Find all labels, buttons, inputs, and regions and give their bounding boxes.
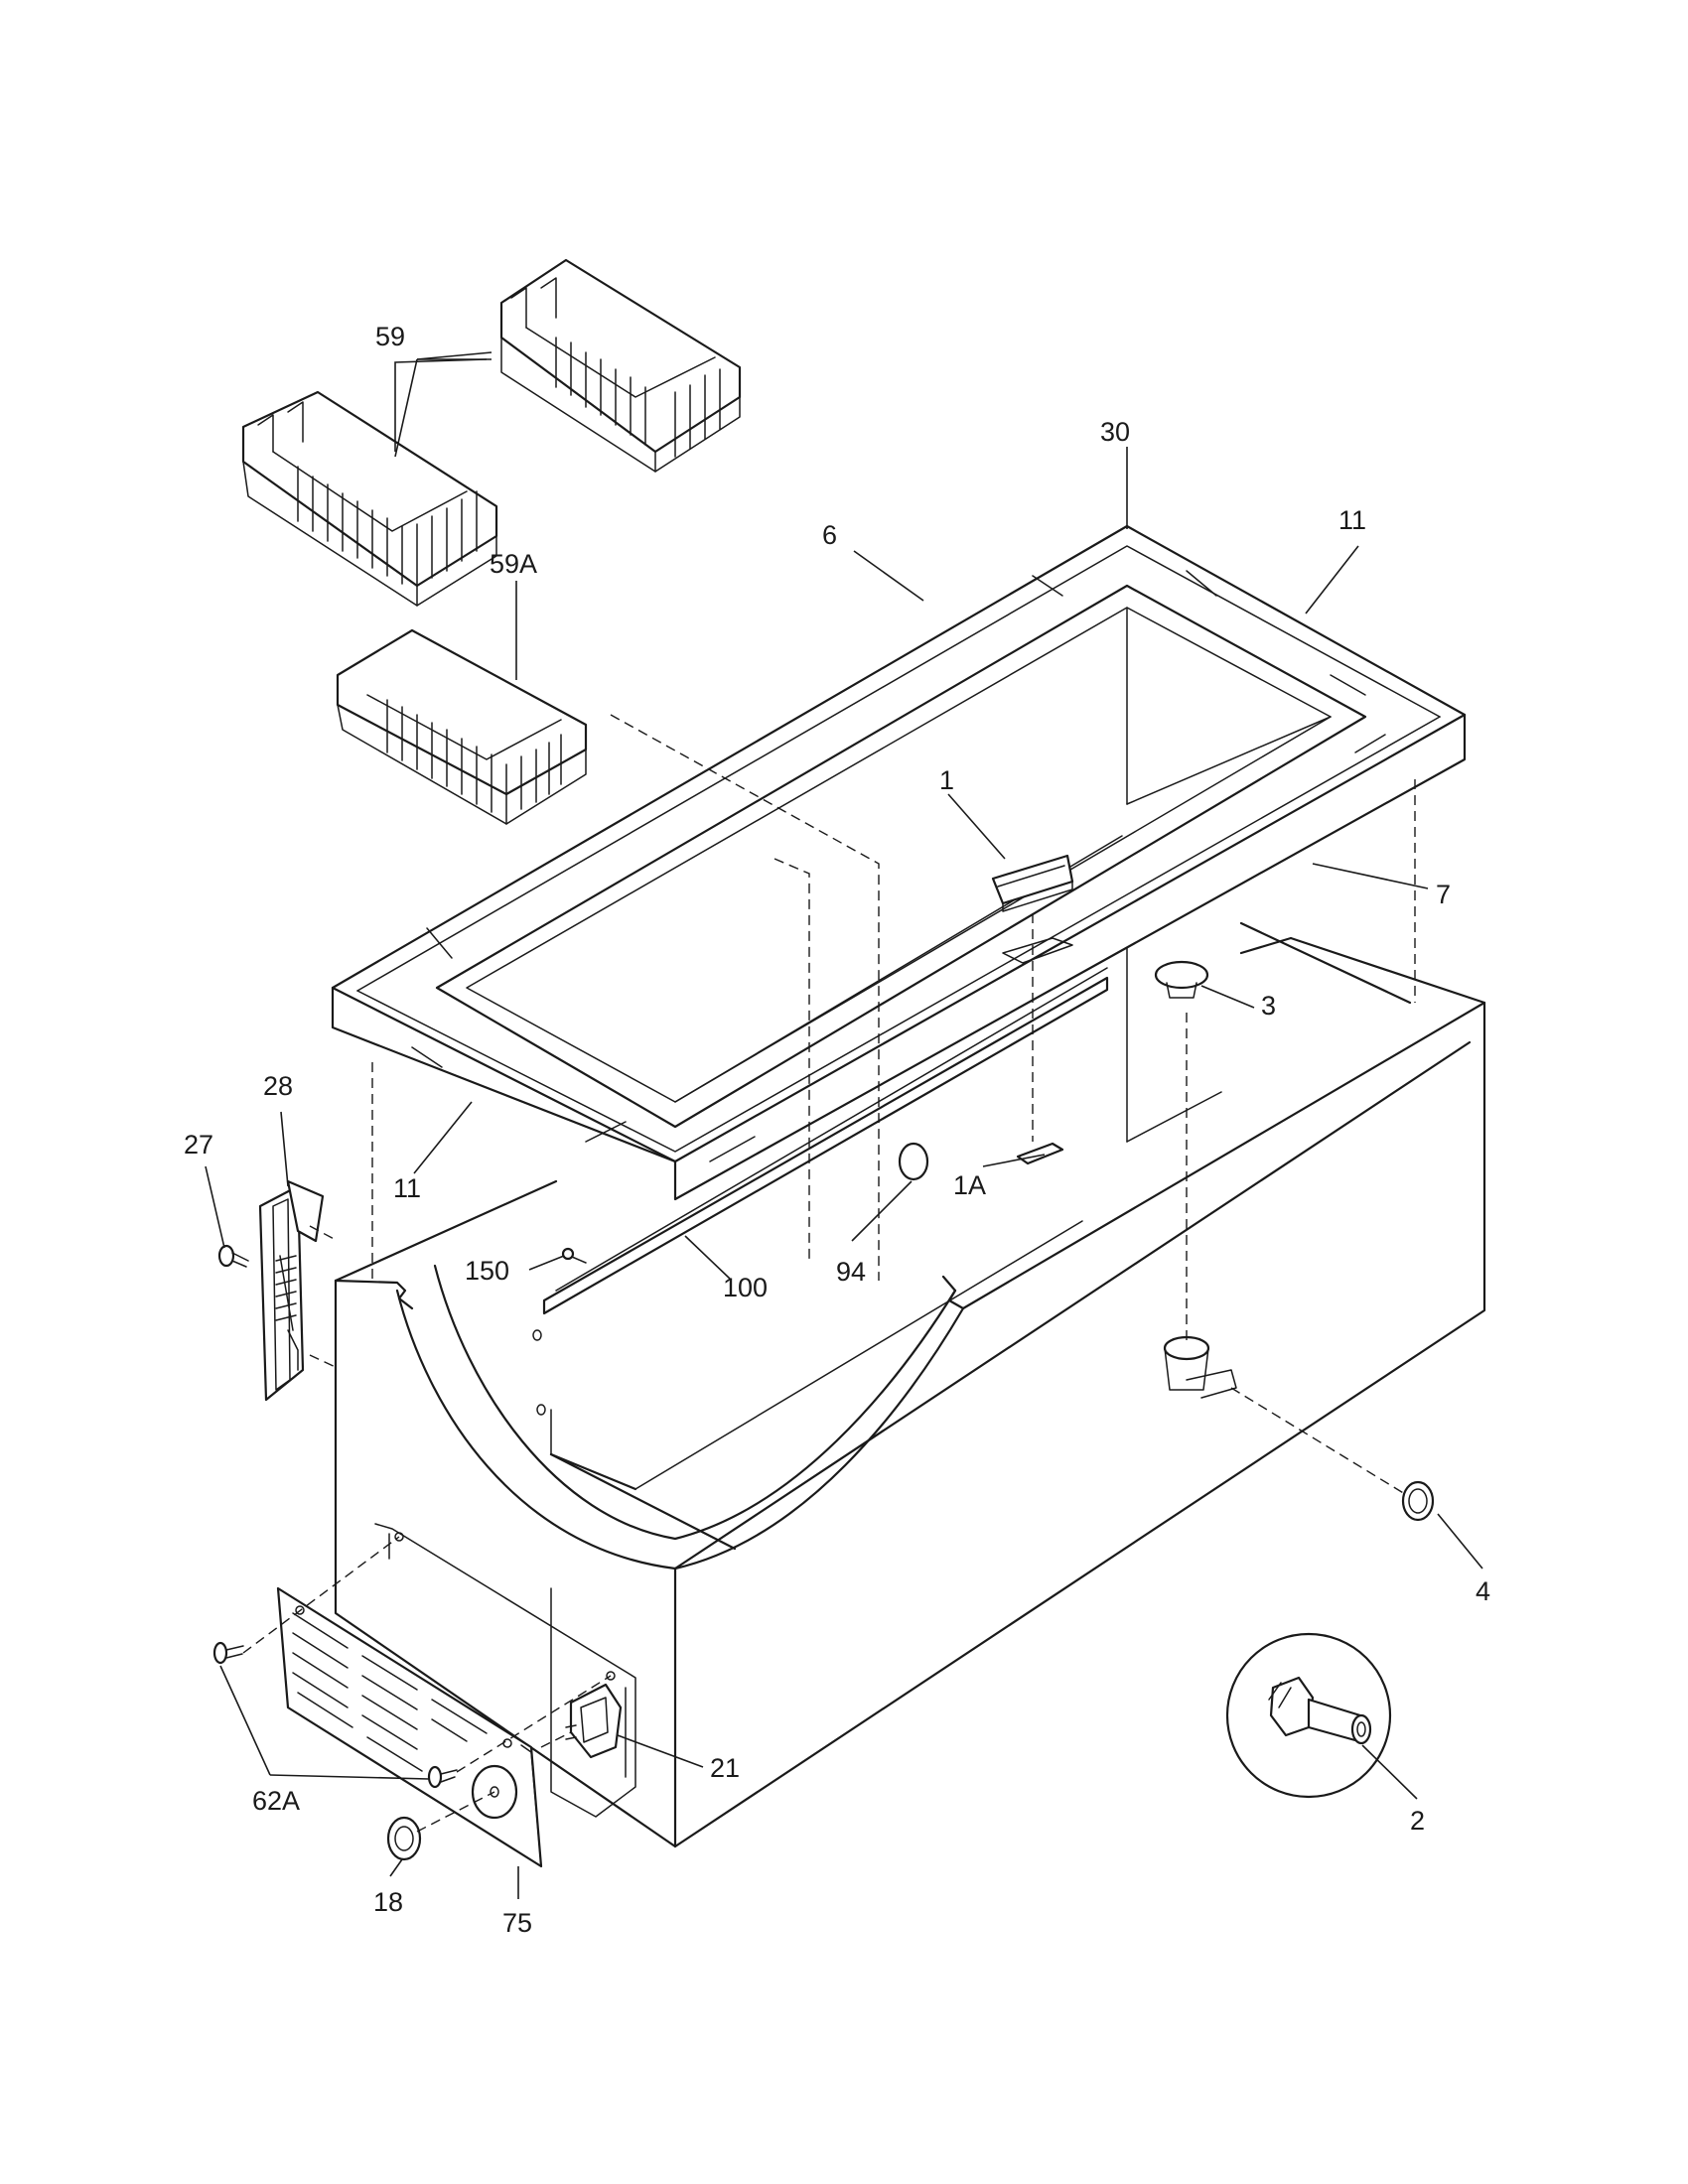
callout-6: 6 [822,520,837,550]
hinge-part-28 [258,1179,325,1402]
leader-lines [205,351,1483,1899]
callout-3: 3 [1261,991,1276,1021]
latch-part-1A [1016,1142,1064,1165]
screw-part-150 [561,1247,587,1264]
callout-11-left: 11 [393,1173,421,1203]
callout-27: 27 [184,1130,213,1160]
screw-part-62A-right [427,1765,458,1789]
callout-1: 1 [939,765,954,795]
callout-94: 94 [836,1257,866,1287]
lid-frame [331,524,1467,1201]
callout-59: 59 [375,322,405,351]
basket-part-59-back [499,258,742,473]
knob-part-18 [386,1816,422,1861]
callout-7: 7 [1436,880,1451,909]
callout-75: 75 [502,1908,532,1938]
callout-21: 21 [710,1753,740,1783]
screw-part-62A-left [212,1641,244,1665]
callout-30: 30 [1100,417,1130,447]
callout-28: 28 [263,1071,293,1101]
control-panel-frame [374,1523,636,1818]
switch-part-21 [565,1683,623,1759]
callout-11-top: 11 [1338,505,1366,535]
drain-fitting [1163,1335,1237,1399]
lid-handle-part-1 [991,854,1074,912]
screw-part-27 [217,1244,249,1268]
freezer-cabinet [334,921,1486,1848]
callout-18: 18 [373,1887,403,1917]
callout-100: 100 [723,1273,768,1302]
callout-2: 2 [1410,1806,1425,1836]
basket-part-59-front [241,390,498,607]
callout-150: 150 [465,1256,509,1286]
basket-part-59A [336,628,588,825]
plug-part-94 [898,1142,929,1181]
assembly-lines [242,714,1416,1833]
hinge-strip-part-100 [542,967,1109,1315]
handle-slot [1002,937,1073,964]
drain-adapter-detail-part-2 [1225,1632,1392,1799]
callout-62A: 62A [252,1786,300,1816]
mount-hole [536,1404,546,1416]
callout-4: 4 [1476,1576,1490,1606]
drain-cap-part-4 [1401,1480,1435,1522]
mount-hole [532,1329,542,1341]
callout-labels: 59 59A 30 6 11 1 7 3 28 27 11 1A 150 100… [184,322,1490,1938]
callout-1A: 1A [953,1170,986,1200]
drain-plug-part-3 [1154,960,1209,999]
callout-59A: 59A [490,549,537,579]
